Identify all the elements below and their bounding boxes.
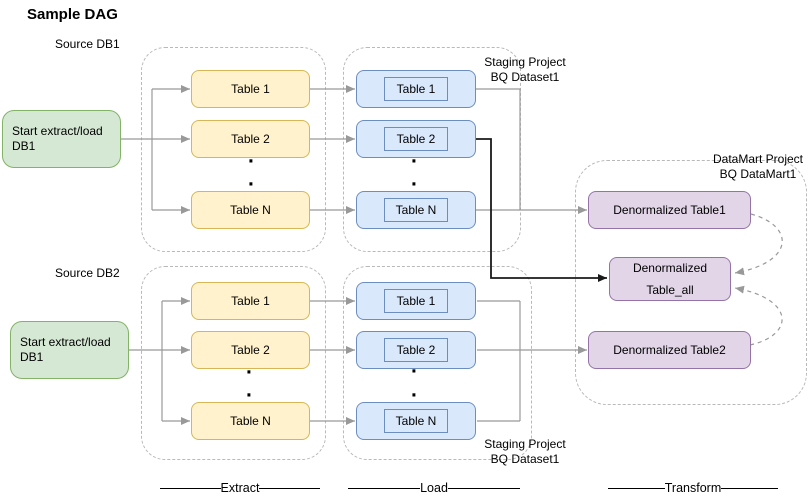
- load-db2-table-n: Table N: [356, 402, 476, 440]
- ellipsis-dot: ·: [246, 361, 253, 384]
- extract-db2-table-1: Table 1: [191, 282, 310, 320]
- denormalized-table-all-label: Denormalized Table_all: [632, 261, 708, 297]
- load-db1-table-1-label: Table 1: [396, 81, 436, 96]
- extract-db1-container: [141, 47, 326, 252]
- staging-top-line2: BQ Dataset1: [490, 70, 560, 84]
- start-node-db1-label: Start extract/load DB1: [12, 124, 103, 153]
- extract-db2-table-2-label: Table 2: [231, 342, 270, 357]
- stage-load-label: Load: [420, 481, 448, 495]
- datamart-label-line2: BQ DataMart1: [719, 167, 797, 181]
- denormalized-table1: Denormalized Table1: [588, 191, 751, 229]
- stage-transform-line-right: [721, 487, 778, 489]
- stage-transform: Transform: [608, 481, 778, 495]
- ellipsis-dot: ·: [411, 150, 418, 173]
- stage-extract-line-right: [259, 487, 320, 489]
- extract-db2-table-2: Table 2: [191, 331, 310, 369]
- extract-db2-container: [141, 266, 326, 460]
- load-db1-table-2-inner: Table 2: [384, 127, 448, 151]
- ellipsis-dot: ·: [411, 173, 418, 196]
- stage-load-line-left: [348, 487, 421, 489]
- extract-db2-table-n: Table N: [191, 402, 310, 440]
- load-db2-table-n-inner: Table N: [384, 409, 448, 433]
- load-db1-table-1-inner: Table 1: [384, 77, 448, 101]
- datamart-container: [575, 160, 807, 405]
- load-db2-container: [343, 266, 532, 460]
- start-node-db2-label: Start extract/load DB1: [20, 335, 111, 364]
- start-node-db2: Start extract/load DB1: [10, 321, 129, 379]
- load-db2-table-1-inner: Table 1: [384, 289, 448, 313]
- extract-db1-table-n-label: Table N: [230, 202, 271, 217]
- stage-transform-line-left: [608, 487, 665, 489]
- load-db1-table-n-label: Table N: [395, 202, 437, 217]
- load-db1-table-n: Table N: [356, 191, 476, 229]
- load-db1-table-2: Table 2: [356, 120, 476, 158]
- staging-bottom-line1: Staging Project: [484, 437, 566, 451]
- load-db1-table-n-inner: Table N: [384, 198, 448, 222]
- extract-db2-table-n-label: Table N: [230, 413, 271, 428]
- datamart-label-line1: DataMart Project: [712, 152, 804, 166]
- extract-db1-table-1: Table 1: [191, 70, 310, 108]
- stage-load: Load: [348, 481, 520, 495]
- load-db1-table-1: Table 1: [356, 70, 476, 108]
- staging-bottom-line2: BQ Dataset1: [490, 452, 560, 466]
- load-db2-table-2-inner: Table 2: [384, 338, 448, 362]
- extract-db2-table-1-label: Table 1: [231, 293, 270, 308]
- load-db1-table-2-label: Table 2: [396, 131, 436, 146]
- extract-db1-table-2-label: Table 2: [231, 131, 270, 146]
- staging-project-bottom-label: Staging Project BQ Dataset1: [455, 437, 595, 467]
- stage-extract: Extract: [160, 481, 320, 495]
- ellipsis-dot: ·: [248, 173, 255, 196]
- source-db2-label: Source DB2: [55, 266, 120, 280]
- ellipsis-dot: ·: [248, 150, 255, 173]
- staging-top-line1: Staging Project: [484, 55, 566, 69]
- ellipsis-dot: ·: [246, 384, 253, 407]
- denormalized-table-all: Denormalized Table_all: [609, 257, 731, 301]
- start-node-db1: Start extract/load DB1: [2, 110, 121, 168]
- extract-db1-table-2: Table 2: [191, 120, 310, 158]
- extract-db1-table-n: Table N: [191, 191, 310, 229]
- denormalized-table1-label: Denormalized Table1: [613, 202, 726, 217]
- denormalized-table2: Denormalized Table2: [588, 331, 751, 369]
- load-db2-table-n-label: Table N: [395, 413, 437, 428]
- stage-extract-label: Extract: [220, 481, 260, 495]
- load-db2-table-1-label: Table 1: [396, 293, 436, 308]
- load-db2-table-2-label: Table 2: [396, 342, 436, 357]
- extract-db1-table-1-label: Table 1: [231, 81, 270, 96]
- stage-transform-label: Transform: [664, 481, 722, 495]
- stage-load-line-right: [447, 487, 520, 489]
- datamart-project-label: DataMart Project BQ DataMart1: [688, 152, 811, 182]
- stage-extract-line-left: [160, 487, 221, 489]
- page-title: Sample DAG: [27, 6, 118, 23]
- ellipsis-dot: ·: [411, 360, 418, 383]
- ellipsis-dot: ·: [411, 384, 418, 407]
- staging-project-top-label: Staging Project BQ Dataset1: [455, 55, 595, 85]
- source-db1-label: Source DB1: [55, 37, 120, 51]
- load-db2-table-1: Table 1: [356, 282, 476, 320]
- denormalized-table2-label: Denormalized Table2: [613, 342, 726, 357]
- load-db2-table-2: Table 2: [356, 331, 476, 369]
